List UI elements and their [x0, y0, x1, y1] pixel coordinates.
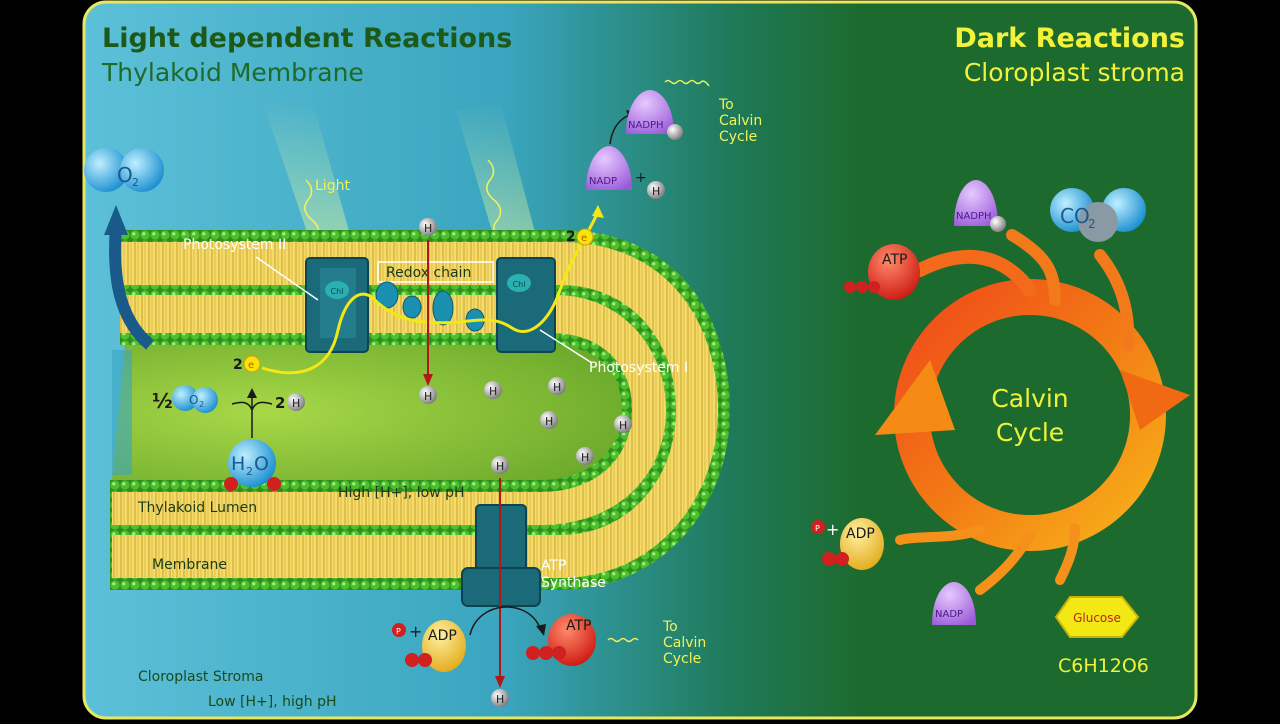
svg-text:To: To	[718, 97, 734, 113]
lumen-condition-label: High [H+], low pH	[338, 485, 464, 501]
svg-text:ATP: ATP	[566, 618, 591, 634]
thylakoid-lumen-label: Thylakoid Lumen	[137, 500, 257, 516]
right-subtitle: Cloroplast stroma	[964, 58, 1185, 87]
atp-synthase-label-2: Synthase	[541, 575, 606, 591]
svg-text:Chl: Chl	[513, 280, 526, 289]
stroma-condition-label: Low [H+], high pH	[208, 694, 337, 710]
half-label: ½	[152, 389, 173, 413]
svg-text:H: H	[581, 451, 589, 464]
svg-text:H: H	[652, 185, 660, 198]
stroma-label: Cloroplast Stroma	[138, 669, 263, 685]
atp-synthase-label-1: ATP	[541, 558, 566, 574]
svg-text:ADP: ADP	[428, 628, 457, 644]
svg-text:O: O	[189, 393, 198, 407]
svg-text:Calvin: Calvin	[719, 113, 762, 129]
svg-text:2: 2	[199, 400, 204, 409]
light-label: Light	[315, 178, 350, 194]
svg-text:+: +	[635, 170, 647, 186]
svg-text:Calvin: Calvin	[663, 635, 706, 651]
svg-text:H: H	[424, 390, 432, 403]
right-title: Dark Reactions	[954, 23, 1185, 54]
svg-text:e: e	[248, 360, 254, 371]
svg-text:O: O	[117, 163, 133, 187]
svg-text:+: +	[409, 622, 422, 641]
svg-text:O: O	[254, 453, 269, 475]
svg-text:H: H	[553, 381, 561, 394]
left-subtitle: Thylakoid Membrane	[101, 58, 364, 87]
calvin-cycle-label-1: Calvin	[991, 384, 1068, 413]
svg-text:Chl: Chl	[331, 287, 344, 296]
svg-text:2: 2	[246, 465, 253, 478]
svg-text:+: +	[826, 520, 839, 539]
glucose-formula: C6H12O6	[1058, 655, 1149, 677]
svg-text:H: H	[489, 385, 497, 398]
svg-text:ADP: ADP	[846, 526, 875, 542]
calvin-cycle-label-2: Cycle	[996, 418, 1064, 447]
svg-text:H: H	[292, 397, 300, 410]
membrane-label: Membrane	[152, 557, 227, 573]
svg-text:NADPH: NADPH	[628, 120, 664, 131]
left-title: Light dependent Reactions	[102, 23, 512, 54]
svg-text:2: 2	[566, 229, 576, 245]
svg-text:H: H	[231, 453, 245, 475]
svg-text:2: 2	[132, 176, 139, 189]
svg-text:H: H	[424, 222, 432, 235]
svg-text:Cycle: Cycle	[663, 651, 701, 667]
svg-text:P: P	[815, 524, 820, 533]
svg-text:e: e	[581, 233, 587, 244]
svg-text:NADP: NADP	[935, 609, 963, 620]
svg-text:2: 2	[275, 394, 285, 412]
svg-text:NADP: NADP	[589, 176, 617, 187]
svg-text:P: P	[396, 627, 401, 636]
photosystem-ii-label: Photosystem II	[183, 237, 286, 253]
svg-text:2: 2	[1088, 217, 1096, 231]
svg-text:2: 2	[233, 357, 243, 373]
svg-text:NADPH: NADPH	[956, 211, 992, 222]
photosystem-i	[497, 258, 555, 352]
svg-text:ATP: ATP	[882, 252, 907, 268]
svg-text:Glucose: Glucose	[1073, 611, 1121, 625]
svg-text:Cycle: Cycle	[719, 129, 757, 145]
svg-text:H: H	[496, 693, 504, 706]
svg-text:H: H	[545, 415, 553, 428]
svg-text:H: H	[619, 419, 627, 432]
svg-text:H: H	[496, 460, 504, 473]
photosystem-i-label: Photosystem I	[589, 360, 688, 376]
svg-text:To: To	[662, 619, 678, 635]
svg-text:CO: CO	[1060, 204, 1090, 228]
